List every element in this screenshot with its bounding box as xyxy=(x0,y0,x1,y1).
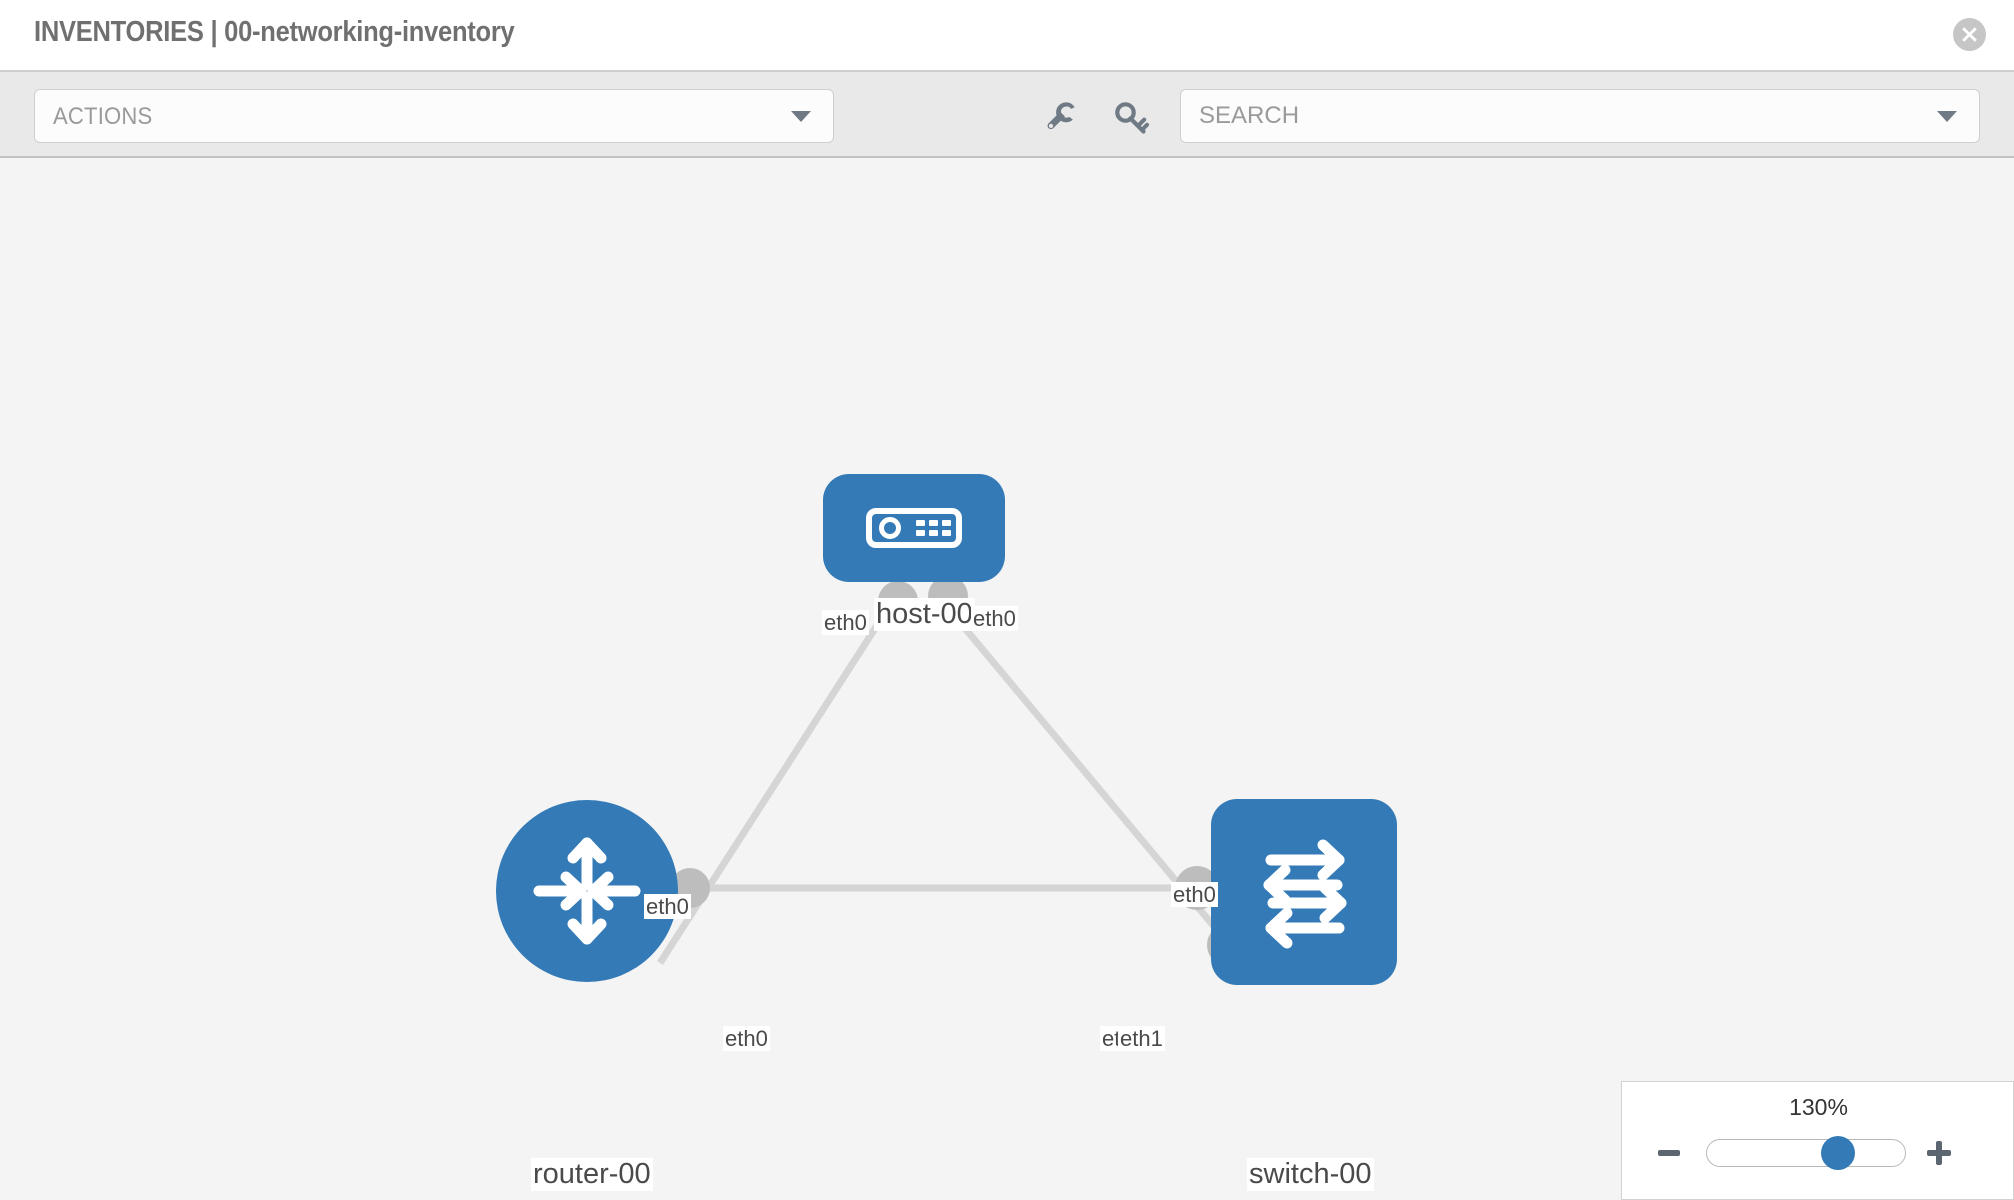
zoom-slider-track[interactable] xyxy=(1706,1136,1906,1170)
wrench-button[interactable] xyxy=(1040,94,1086,140)
key-button[interactable] xyxy=(1108,94,1154,140)
search-input[interactable] xyxy=(1199,90,1899,142)
page-title: INVENTORIES | 00-networking-inventory xyxy=(34,16,515,48)
iface-label-switch-up: eth0 xyxy=(1171,882,1218,908)
router-arrows-icon xyxy=(533,837,641,945)
close-button[interactable] xyxy=(1953,18,1986,51)
switch-arrows-icon xyxy=(1263,839,1347,949)
key-icon xyxy=(1115,102,1149,134)
node-router-00[interactable] xyxy=(496,800,678,982)
zoom-level-value: 130% xyxy=(1789,1094,1848,1120)
chevron-down-icon xyxy=(1937,111,1957,122)
zoom-control-panel: 130% xyxy=(1621,1081,2014,1200)
plus-icon xyxy=(1927,1141,1951,1165)
iface-label-host-left: eth0 xyxy=(822,610,869,636)
server-icon xyxy=(866,508,962,548)
zoom-slider-row xyxy=(1622,1130,2014,1176)
wrench-icon xyxy=(1047,102,1075,130)
node-switch-00[interactable] xyxy=(1211,799,1397,985)
topology-canvas[interactable]: host-00 router-00 switch-00 eth0 eth0 et… xyxy=(0,158,2014,1200)
connector-nubs xyxy=(670,576,1251,967)
edge-host-router[interactable] xyxy=(657,611,888,965)
iface-label-host-right: eth0 xyxy=(971,606,1018,632)
zoom-slider-thumb[interactable] xyxy=(1820,1136,1855,1170)
iface-label-router-up: eth0 xyxy=(644,894,691,920)
close-icon xyxy=(1962,27,1977,42)
node-label-router-00[interactable]: router-00 xyxy=(531,1158,653,1192)
actions-dropdown[interactable]: ACTIONS xyxy=(34,89,834,143)
actions-dropdown-label: ACTIONS xyxy=(53,103,153,130)
topology-edges xyxy=(657,576,1251,967)
iface-label-router-right: eth0 xyxy=(723,1026,770,1052)
node-label-host-00[interactable]: host-00 xyxy=(874,598,975,632)
toolbar: ACTIONS xyxy=(0,70,2014,158)
page-header: INVENTORIES | 00-networking-inventory xyxy=(0,0,2014,70)
node-host-00[interactable] xyxy=(823,474,1005,582)
minus-icon xyxy=(1658,1150,1680,1156)
zoom-out-button[interactable] xyxy=(1646,1130,1692,1176)
node-label-switch-00[interactable]: switch-00 xyxy=(1247,1158,1374,1192)
search-box[interactable] xyxy=(1180,89,1980,143)
zoom-in-button[interactable] xyxy=(1916,1130,1962,1176)
iface-label-switch-left-eth1: eth1 xyxy=(1118,1026,1165,1052)
edge-lines xyxy=(657,605,1235,965)
chevron-down-icon xyxy=(791,111,811,122)
